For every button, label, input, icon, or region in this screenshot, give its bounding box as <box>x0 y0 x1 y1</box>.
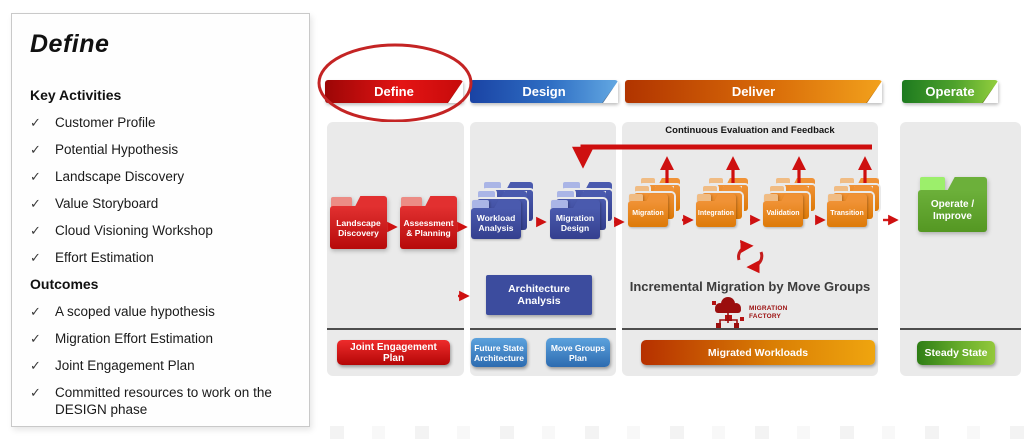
check-icon: ✓ <box>30 169 41 184</box>
list-item-label: Landscape Discovery <box>55 169 185 184</box>
check-icon: ✓ <box>30 358 41 373</box>
folder-front: Validation <box>763 194 803 227</box>
folder-label: Migration <box>628 201 668 227</box>
deliverable-future-state-architecture: Future State Architecture <box>471 338 527 367</box>
define-detail-card: Define Key Activities ✓Customer Profile … <box>11 13 310 427</box>
list-item: ✓ Cloud Visioning Workshop <box>30 222 295 239</box>
folder-label: Assessment & Planning <box>400 206 457 249</box>
folder-stack-integration: Integration <box>696 178 748 227</box>
deliverable-steady-state: Steady State <box>917 341 995 365</box>
list-item-label: Effort Estimation <box>55 250 154 265</box>
folder-stack-workload-analysis: Workload Analysis <box>471 182 533 239</box>
migration-factory-cloud-icon <box>712 296 744 328</box>
incremental-migration-caption: Incremental Migration by Move Groups <box>629 279 871 294</box>
phase-panel-define <box>327 122 464 376</box>
check-icon: ✓ <box>30 250 41 265</box>
list-item-label: Migration Effort Estimation <box>55 331 214 346</box>
phase-ribbon-define: Define <box>325 80 463 103</box>
panel-divider <box>900 328 1021 330</box>
list-item-label: Committed resources to work on the DESIG… <box>55 385 272 417</box>
panel-divider <box>470 328 616 330</box>
folder-front: Integration <box>696 194 736 227</box>
folder-operate-improve: Operate / Improve <box>918 177 987 232</box>
list-item: ✓ Potential Hypothesis <box>30 141 295 158</box>
folder-label: Migration Design <box>550 208 600 239</box>
folder-front: Migration Design <box>550 200 600 239</box>
migration-factory-logo: MIGRATION FACTORY <box>711 294 806 331</box>
list-item: ✓ A scoped value hypothesis <box>30 303 295 320</box>
folder-label: Landscape Discovery <box>330 206 387 249</box>
folder-landscape-discovery: Landscape Discovery <box>330 196 387 249</box>
list-item: ✓ Landscape Discovery <box>30 168 295 185</box>
list-item-label: Joint Engagement Plan <box>55 358 195 373</box>
check-icon: ✓ <box>30 304 41 319</box>
factory-label-line2: FACTORY <box>749 312 782 320</box>
phase-panel-deliver <box>622 122 878 376</box>
folder-label: Operate / Improve <box>918 190 987 232</box>
list-item: ✓ Joint Engagement Plan <box>30 357 295 374</box>
phase-ribbon-design: Design <box>470 80 618 103</box>
deliverable-move-groups-plan: Move Groups Plan <box>546 338 610 367</box>
folder-assessment-planning: Assessment & Planning <box>400 196 457 249</box>
architecture-analysis-box: Architecture Analysis <box>486 275 592 315</box>
list-item: ✓ Customer Profile <box>30 114 295 131</box>
list-item: ✓ Committed resources to work on the DESI… <box>30 384 295 418</box>
check-icon: ✓ <box>30 196 41 211</box>
folder-stack-migration-design: Migration Design <box>550 182 612 239</box>
card-title: Define <box>30 30 110 58</box>
folder-label: Transition <box>827 201 867 227</box>
list-item-label: A scoped value hypothesis <box>55 304 215 319</box>
deliverable-migrated-workloads: Migrated Workloads <box>641 340 875 365</box>
check-icon: ✓ <box>30 331 41 346</box>
list-item-label: Customer Profile <box>55 115 156 130</box>
folder-label: Validation <box>763 201 803 227</box>
phase-ribbon-operate: Operate <box>902 80 998 103</box>
panel-divider <box>327 328 464 330</box>
phase-panel-operate <box>900 122 1021 376</box>
folder-flap <box>920 177 945 190</box>
check-icon: ✓ <box>30 223 41 238</box>
deliverable-joint-engagement-plan: Joint Engagement Plan <box>337 340 450 365</box>
list-item: ✓ Migration Effort Estimation <box>30 330 295 347</box>
list-item: ✓ Effort Estimation <box>30 249 295 266</box>
folder-front: Workload Analysis <box>471 200 521 239</box>
key-activities-heading: Key Activities <box>30 87 122 103</box>
folder-stack-validation: Validation <box>763 178 815 227</box>
phase-ribbon-deliver: Deliver <box>625 80 882 103</box>
folder-flap <box>401 197 422 207</box>
check-icon: ✓ <box>30 142 41 157</box>
bottom-artifact-strip <box>330 426 1024 439</box>
list-item: ✓ Value Storyboard <box>30 195 295 212</box>
outcomes-list: ✓ A scoped value hypothesis ✓ Migration Ef… <box>30 303 295 418</box>
list-item-label: Value Storyboard <box>55 196 159 211</box>
folder-stack-transition: Transition <box>827 178 879 227</box>
list-item-label: Cloud Visioning Workshop <box>55 223 213 238</box>
factory-label-line1: MIGRATION <box>749 304 788 312</box>
folder-label: Workload Analysis <box>471 208 521 239</box>
folder-label: Integration <box>696 201 736 227</box>
list-item-label: Potential Hypothesis <box>55 142 179 157</box>
outcomes-heading: Outcomes <box>30 276 99 292</box>
migration-factory-label: MIGRATION FACTORY <box>749 305 788 321</box>
folder-stack-migration: Migration <box>628 178 680 227</box>
check-icon: ✓ <box>30 385 41 400</box>
panel-divider <box>622 328 878 330</box>
continuous-feedback-label: Continuous Evaluation and Feedback <box>665 125 835 136</box>
folder-flap <box>331 197 352 207</box>
folder-front: Transition <box>827 194 867 227</box>
key-activities-list: ✓Customer Profile ✓Potential Hypothesis … <box>30 114 295 266</box>
folder-front: Migration <box>628 194 668 227</box>
folder-tab <box>945 177 987 194</box>
check-icon: ✓ <box>30 115 41 130</box>
